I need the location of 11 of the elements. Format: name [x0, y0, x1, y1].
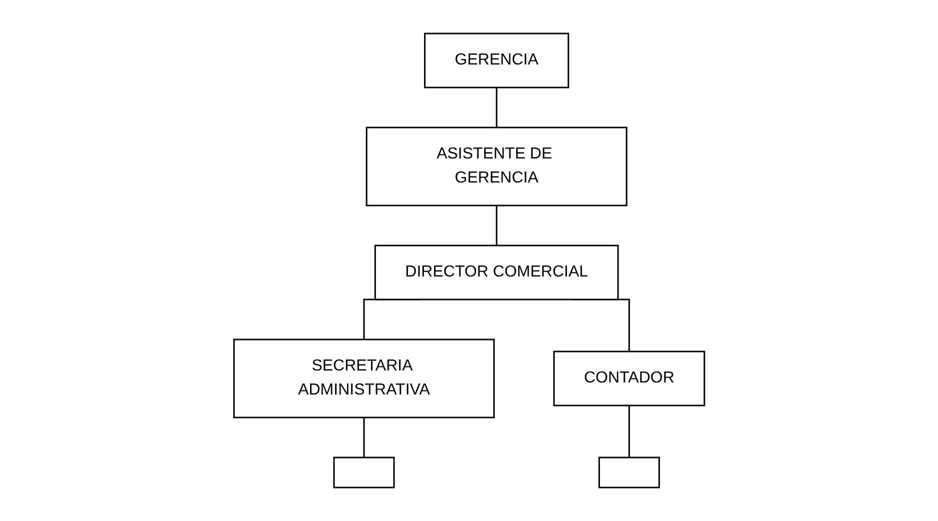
connector [628, 404, 630, 458]
connector [496, 86, 498, 128]
connector [496, 204, 498, 246]
node-box [598, 456, 660, 488]
node-box: DIRECTOR COMERCIAL [374, 244, 619, 300]
node-box: ASISTENTE DE GERENCIA [366, 126, 628, 206]
node-box: CONTADOR [553, 350, 705, 406]
node-box: GERENCIA [424, 32, 569, 88]
node-box: SECRETARIA ADMINISTRATIVA [233, 338, 495, 418]
node-box [333, 456, 395, 488]
connector [363, 416, 365, 458]
